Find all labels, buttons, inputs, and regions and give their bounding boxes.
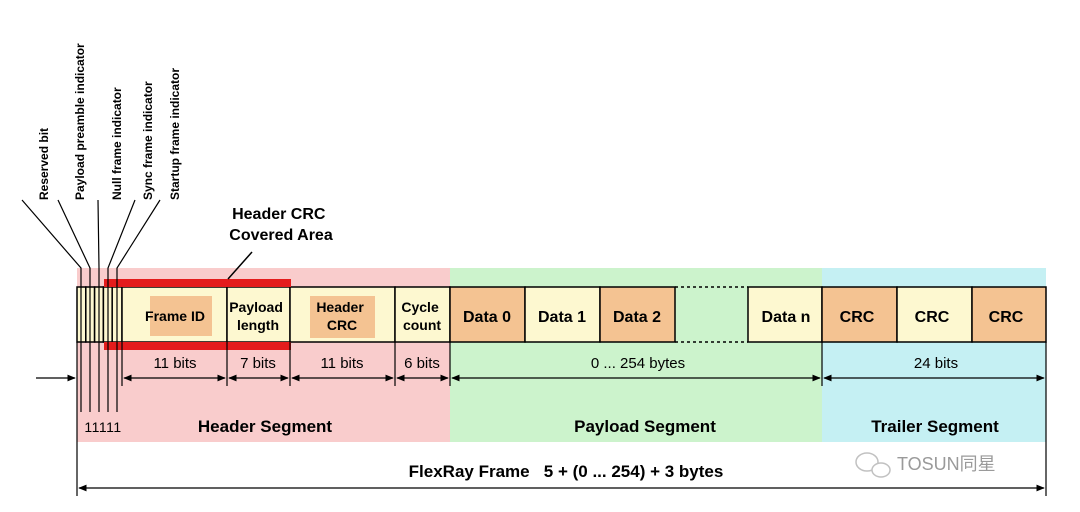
indicator-leader-lines [21,199,161,412]
crc-cell-3 [971,286,1047,343]
datan-label: Data n [762,309,811,326]
crc-label-2: CRC [915,309,950,326]
dimension-ticks [76,342,1047,496]
datan-cell [747,286,823,343]
watermark-logo-icon [855,452,891,478]
data-ellipsis-gap [675,286,748,343]
payload-segment-label: Payload Segment [574,417,716,436]
startup-frame-indicator-label: Startup frame indicator [168,68,182,200]
dimension-arrows [36,374,1045,492]
data2-cell [599,286,676,343]
indicator-bit-values: 11111 [84,419,121,435]
null-frame-indicator-label: Null frame indicator [110,87,124,200]
header-segment-label: Header Segment [198,417,332,436]
payload-size: 0 ... 254 bytes [591,355,685,372]
header-crc-label: Header CRC [316,299,367,333]
cycle-count-size: 6 bits [404,355,440,372]
payload-preamble-indicator-label: Payload preamble indicator [73,43,87,200]
cycle-count-cell [394,286,451,343]
data0-label: Data 0 [463,309,511,326]
frame-id-highlight [150,296,212,336]
flexray-frame-label: FlexRay Frame 5 + (0 ... 254) + 3 bytes [409,462,724,481]
crc-label-1: CRC [840,309,875,326]
trailer-size: 24 bits [914,355,958,372]
trailer-segment-label: Trailer Segment [871,417,999,436]
reserved-bit-label: Reserved bit [37,128,51,200]
crc-label-3: CRC [989,309,1024,326]
header-crc-covered-area-label: Header CRC Covered Area [229,206,333,244]
crc-cell-1 [821,286,898,343]
header-crc-highlight [310,296,375,338]
payload-length-label: Payload length [229,299,287,333]
cycle-count-label: Cycle count [401,299,442,333]
frame-id-label: Frame ID [145,308,205,324]
payload-length-size: 7 bits [240,355,276,372]
data0-cell [449,286,526,343]
data1-label: Data 1 [538,309,586,326]
data2-label: Data 2 [613,309,661,326]
watermark-text: TOSUN同星 [897,454,996,474]
data1-cell [524,286,601,343]
frame-id-size: 11 bits [153,355,196,372]
header-crc-size: 11 bits [320,355,363,372]
header-crc-covered-area-bracket [104,251,291,350]
crc-cell-2 [896,286,973,343]
sync-frame-indicator-label: Sync frame indicator [141,81,155,200]
